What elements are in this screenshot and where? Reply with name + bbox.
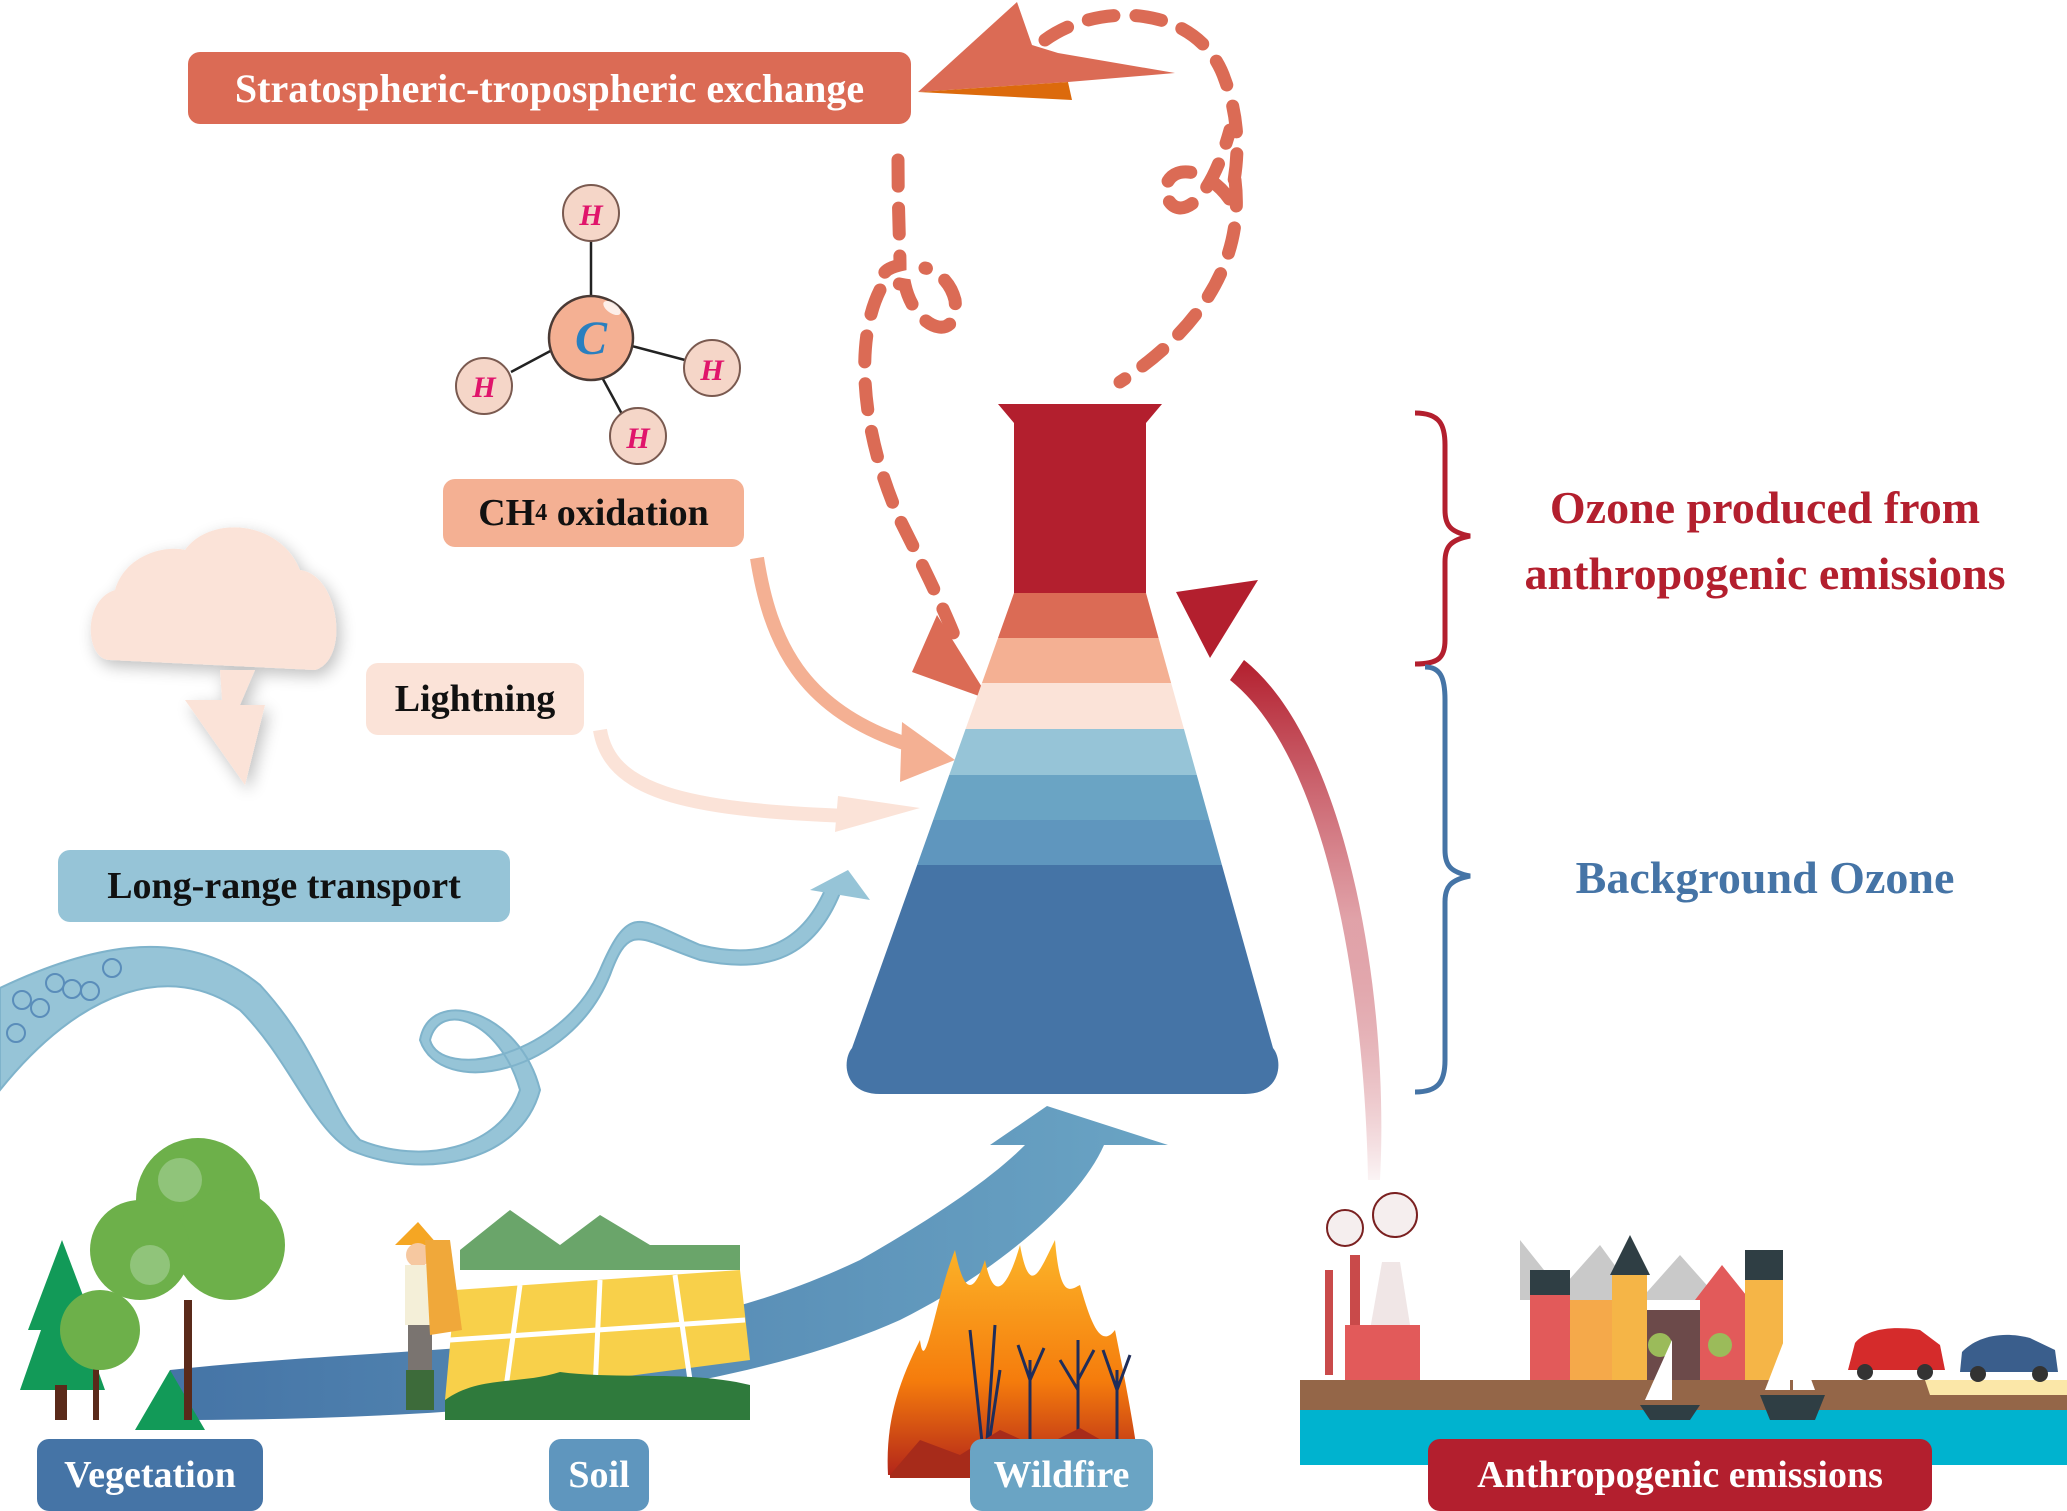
ste-dashed-path bbox=[1038, 8, 1244, 389]
ch4-prefix: CH bbox=[478, 492, 536, 534]
flask-neck-anthropogenic-ozone bbox=[998, 404, 1162, 593]
particle-icons bbox=[6, 958, 122, 1043]
ch4-subscript: 4 bbox=[535, 499, 548, 526]
factory-icon bbox=[1325, 1192, 1420, 1380]
hydrogen-atom-right: H bbox=[683, 339, 741, 397]
flask-band-3 bbox=[965, 683, 1184, 729]
lightning-label: Lightning bbox=[366, 663, 584, 735]
vegetation-label: Vegetation bbox=[37, 1439, 263, 1511]
anthropogenic-arrow bbox=[1230, 660, 1382, 1180]
anthropogenic-emissions-label: Anthropogenic emissions bbox=[1428, 1439, 1932, 1511]
ste-arrowhead bbox=[912, 615, 990, 700]
lightning-arrowhead bbox=[835, 796, 920, 832]
ste-flow bbox=[858, 2, 1244, 700]
stratospheric-tropospheric-exchange-label: Stratospheric-tropospheric exchange bbox=[188, 52, 911, 124]
carbon-atom: C bbox=[547, 294, 635, 382]
paper-plane-underside bbox=[918, 82, 1072, 100]
cloud-lightning-icon bbox=[90, 527, 337, 785]
soil-label: Soil bbox=[549, 1439, 649, 1511]
ch4-suffix: oxidation bbox=[547, 492, 709, 534]
svg-text:H: H bbox=[471, 371, 497, 404]
hydrogen-atom-left: H bbox=[455, 357, 513, 415]
vegetation-illustration bbox=[20, 1138, 285, 1430]
sailboat-icon bbox=[1640, 1340, 1700, 1420]
anthropogenic-arrowhead bbox=[1176, 580, 1258, 658]
flask-band-6 bbox=[917, 820, 1222, 865]
methane-molecule: H C H H H bbox=[455, 184, 741, 465]
hydrogen-atom-bottom: H bbox=[609, 407, 667, 465]
long-range-ribbon bbox=[0, 870, 870, 1166]
ste-dashed-down bbox=[858, 153, 967, 657]
soil-farm-illustration bbox=[395, 1210, 750, 1420]
background-brace bbox=[1414, 664, 1471, 1095]
paper-plane-icon bbox=[918, 2, 1175, 92]
svg-text:H: H bbox=[625, 422, 651, 455]
buildings-icon bbox=[1520, 1235, 1783, 1380]
background-ozone-caption: Background Ozone bbox=[1575, 852, 1955, 903]
lightning-arrow bbox=[593, 728, 851, 823]
svg-text:C: C bbox=[575, 312, 608, 365]
anthropogenic-ozone-caption-line2: anthropogenic emissions bbox=[1524, 548, 2006, 599]
wildfire-label: Wildfire bbox=[970, 1439, 1153, 1511]
flask-band-1 bbox=[997, 593, 1159, 638]
flask-band-2 bbox=[981, 638, 1172, 683]
farmer-icon bbox=[395, 1222, 462, 1410]
sailboat-icon bbox=[1760, 1325, 1825, 1420]
flask-base bbox=[846, 1048, 1279, 1094]
red-car-icon bbox=[1848, 1328, 1945, 1380]
flask-band-5 bbox=[933, 775, 1210, 820]
flask-band-7 bbox=[852, 865, 1273, 1048]
anthropogenic-city-illustration bbox=[1300, 1192, 2067, 1465]
ch4-arrow bbox=[750, 556, 913, 752]
svg-text:H: H bbox=[699, 354, 725, 387]
svg-text:H: H bbox=[578, 199, 604, 232]
anthropogenic-ozone-caption: Ozone produced from anthropogenic emissi… bbox=[1470, 475, 2060, 607]
flask bbox=[846, 404, 1279, 1094]
blue-car-icon bbox=[1960, 1334, 2058, 1382]
long-range-transport-label: Long-range transport bbox=[58, 850, 510, 922]
ch4-arrowhead bbox=[900, 722, 955, 782]
anthropogenic-brace bbox=[1414, 410, 1471, 667]
flask-band-4 bbox=[949, 729, 1197, 775]
anthropogenic-ozone-caption-line1: Ozone produced from bbox=[1549, 482, 1981, 533]
hydrogen-atom-top: H bbox=[562, 184, 620, 242]
